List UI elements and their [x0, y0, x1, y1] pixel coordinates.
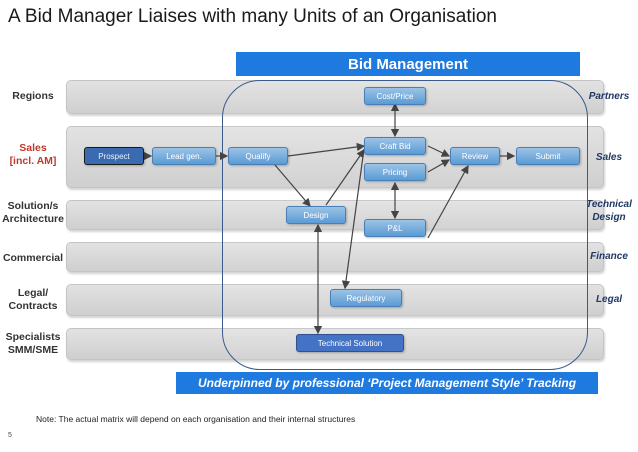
node-pricing: Pricing: [364, 163, 426, 181]
arrow-qualify-craftbid: [287, 142, 366, 157]
node-cost-price: Cost/Price: [364, 87, 426, 105]
node-pl: P&L: [364, 219, 426, 237]
arrow-design-craftbid: [325, 149, 365, 206]
row-label-legal-contracts: Legal/ Contracts: [8, 287, 58, 312]
arrow-pricing-review: [427, 159, 451, 173]
arrow-craftbid-regulatory: [341, 148, 365, 290]
lane-regions: [66, 80, 604, 114]
row-label-specialists: Specialists SMM/SME: [5, 331, 61, 356]
row-label-solution-architecture: Solution/s Architecture: [2, 200, 64, 225]
footnote: Note: The actual matrix will depend on e…: [36, 414, 356, 424]
row-label-sales-right: Sales: [595, 152, 623, 163]
arrow-craftbid-review: [427, 145, 451, 157]
node-lead-gen: Lead gen.: [152, 147, 216, 165]
node-review: Review: [450, 147, 500, 165]
node-technical-solution: Technical Solution: [296, 334, 404, 352]
arrow-pl-review: [427, 164, 469, 239]
row-label-finance: Finance: [590, 251, 628, 262]
row-label-sales: Sales [incl. AM]: [9, 142, 57, 167]
row-label-legal: Legal: [595, 294, 623, 305]
node-design: Design: [286, 206, 346, 224]
page-number: 5: [8, 432, 12, 439]
tracking-banner: Underpinned by professional ‘Project Man…: [176, 372, 598, 394]
node-regulatory: Regulatory: [330, 289, 402, 307]
page-title: A Bid Manager Liaises with many Units of…: [8, 6, 497, 27]
lane-commercial: [66, 242, 604, 272]
row-label-commercial: Commercial: [2, 252, 64, 264]
row-label-technical-design: Technical Design: [586, 199, 632, 223]
node-submit: Submit: [516, 147, 580, 165]
node-prospect: Prospect: [84, 147, 144, 165]
arrow-qualify-design: [274, 164, 311, 207]
bid-management-banner: Bid Management: [236, 52, 580, 76]
node-craft-bid: Craft Bid: [364, 137, 426, 155]
row-label-regions: Regions: [12, 90, 54, 102]
row-label-partners: Partners: [588, 91, 630, 102]
node-qualify: Qualify: [228, 147, 288, 165]
